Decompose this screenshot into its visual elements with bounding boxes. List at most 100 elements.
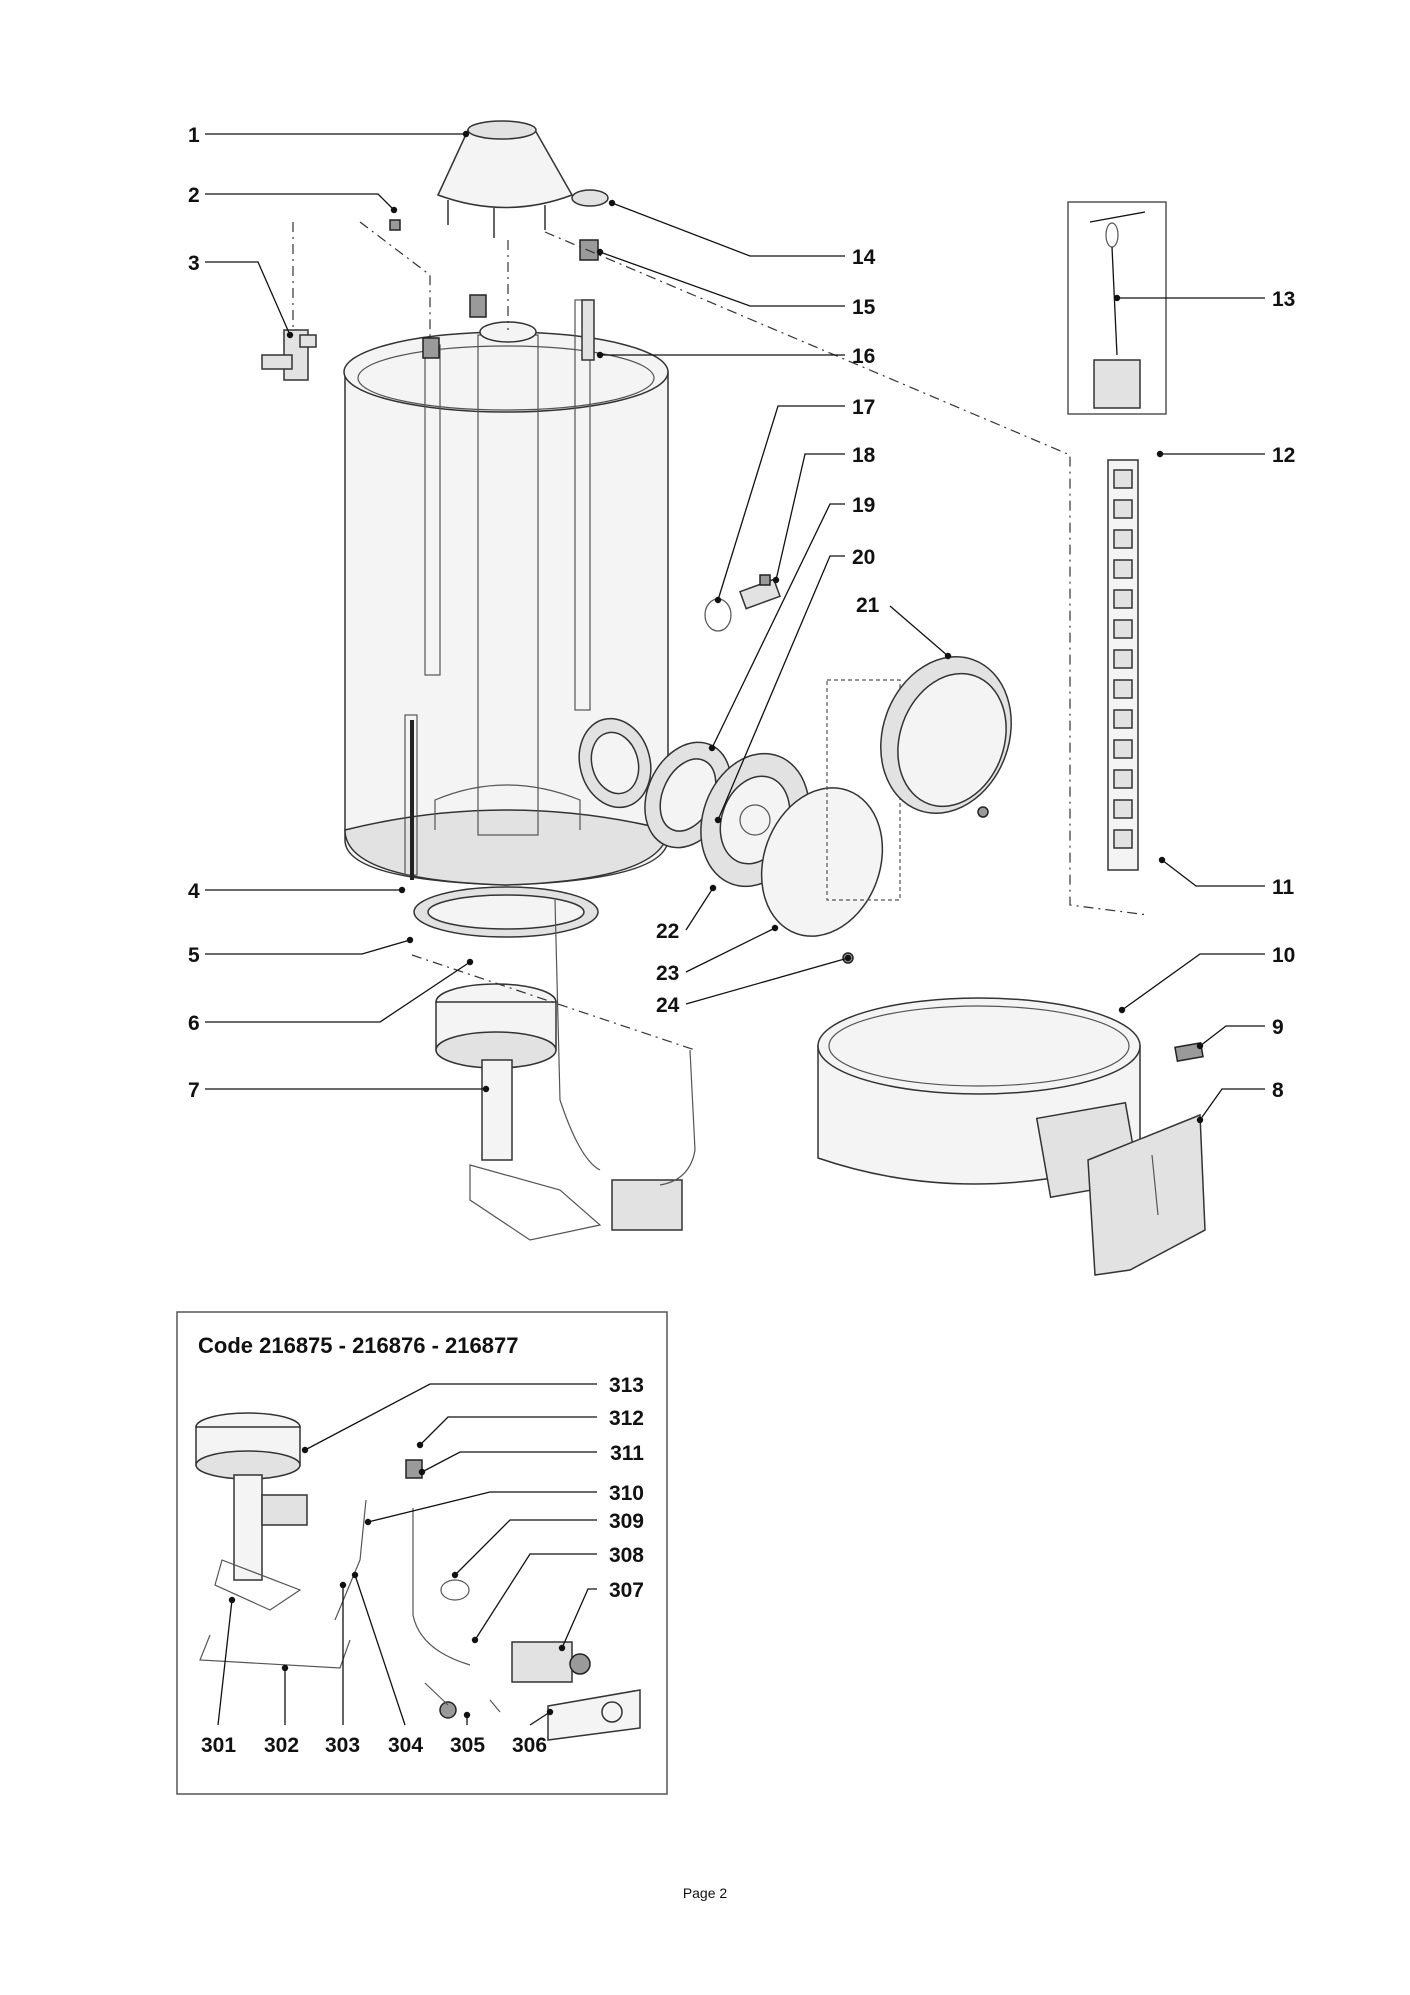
part-label-24: 24: [656, 994, 680, 1017]
leader-dot-22: [709, 884, 717, 892]
leader-dot-12: [1156, 450, 1164, 458]
part-label-20: 20: [852, 546, 875, 569]
leader-dot-3: [286, 331, 294, 339]
nut-part: [389, 219, 401, 231]
cap-part: [571, 189, 609, 207]
leader-line-3: [205, 261, 291, 336]
leader-line-304: [354, 1574, 406, 1726]
leader-dot-9: [1196, 1042, 1204, 1050]
part-label-11: 11: [1272, 876, 1295, 899]
leader-line-313: [304, 1383, 597, 1451]
part-label-22: 22: [656, 920, 679, 943]
ladder-rung: [1113, 739, 1133, 759]
leader-dot-8: [1196, 1116, 1204, 1124]
part-label-6: 6: [188, 1012, 200, 1035]
leader-dot-19: [708, 744, 716, 752]
leader-line-306: [529, 1711, 551, 1726]
access-panel: [1087, 1113, 1206, 1276]
part-label-5: 5: [188, 944, 200, 967]
leader-dot-307: [558, 1644, 566, 1652]
part-label-310: 310: [609, 1482, 644, 1505]
ladder-rung: [1113, 529, 1133, 549]
temperature-pressure-valve: [261, 329, 317, 381]
leader-dot-16: [596, 351, 604, 359]
part-label-16: 16: [852, 345, 875, 368]
part-label-302: 302: [264, 1734, 299, 1757]
leader-line-11: [1161, 859, 1265, 887]
sight-glass-strip: [1107, 459, 1139, 871]
leader-line-309: [454, 1519, 597, 1576]
part-label-9: 9: [1272, 1016, 1284, 1039]
part-label-301: 301: [201, 1734, 236, 1757]
part-label-23: 23: [656, 962, 679, 985]
leader-dot-7: [482, 1085, 490, 1093]
leader-line-307: [561, 1588, 597, 1649]
leader-dot-5: [406, 936, 414, 944]
cover-plate: [760, 787, 884, 937]
leader-dot-313: [301, 1446, 309, 1454]
leader-dot-302: [281, 1664, 289, 1672]
ladder-rung: [1113, 499, 1133, 519]
leader-dot-15: [596, 248, 604, 256]
ladder-rung: [1113, 469, 1133, 489]
ladder-rung: [1113, 589, 1133, 609]
part-label-8: 8: [1272, 1079, 1284, 1102]
part-label-305: 305: [450, 1734, 485, 1757]
leader-dot-4: [398, 886, 406, 894]
part-label-13: 13: [1272, 288, 1295, 311]
part-label-306: 306: [512, 1734, 547, 1757]
leader-line-308: [474, 1553, 597, 1641]
sensor-plug: [1174, 1041, 1204, 1063]
part-label-303: 303: [325, 1734, 360, 1757]
part-label-14: 14: [852, 246, 876, 269]
leader-dot-305: [463, 1711, 471, 1719]
leader-line-311: [421, 1451, 597, 1473]
page-number: Page 2: [683, 1885, 728, 1901]
part-label-311: 311: [610, 1442, 644, 1465]
leader-dot-14: [608, 199, 616, 207]
ladder-rung: [1113, 829, 1133, 849]
water-heater-tank: [343, 294, 669, 938]
ladder-rung: [1113, 709, 1133, 729]
part-label-4: 4: [188, 880, 200, 903]
oring-part: [704, 598, 732, 632]
leader-line-24: [685, 957, 849, 1005]
leader-dot-11: [1158, 856, 1166, 864]
leader-dot-20: [714, 816, 722, 824]
burner-inset-panel: Code 216875 - 216876 - 216877: [176, 1311, 668, 1795]
part-label-10: 10: [1272, 944, 1295, 967]
leader-line-15: [599, 251, 845, 307]
leader-line-21: [889, 605, 949, 657]
leader-dot-308: [471, 1636, 479, 1644]
leader-line-5: [205, 939, 411, 955]
leader-dot-6: [466, 958, 474, 966]
leader-line-17: [717, 405, 845, 601]
leader-dot-24: [844, 954, 852, 962]
part-label-3: 3: [188, 252, 200, 275]
leader-dot-23: [771, 924, 779, 932]
flue-hood: [436, 120, 574, 238]
dome-cover: [826, 656, 1012, 901]
leader-dot-303: [339, 1581, 347, 1589]
leader-dot-13: [1113, 294, 1121, 302]
leader-dot-310: [364, 1518, 372, 1526]
leader-line-6: [205, 961, 471, 1023]
part-label-12: 12: [1272, 444, 1295, 467]
part-label-313: 313: [609, 1374, 644, 1397]
inset-title: Code 216875 - 216876 - 216877: [198, 1333, 518, 1358]
part-label-307: 307: [609, 1579, 644, 1602]
part-label-19: 19: [852, 494, 875, 517]
part-label-2: 2: [188, 184, 200, 207]
ladder-rung: [1113, 559, 1133, 579]
leader-line-23: [685, 927, 776, 973]
leader-dot-304: [351, 1571, 359, 1579]
part-label-17: 17: [852, 396, 875, 419]
hanger-inset: [1067, 201, 1167, 415]
leader-dot-2: [390, 206, 398, 214]
plug-part: [579, 239, 599, 261]
part-label-18: 18: [852, 444, 876, 467]
leader-dot-311: [418, 1468, 426, 1476]
